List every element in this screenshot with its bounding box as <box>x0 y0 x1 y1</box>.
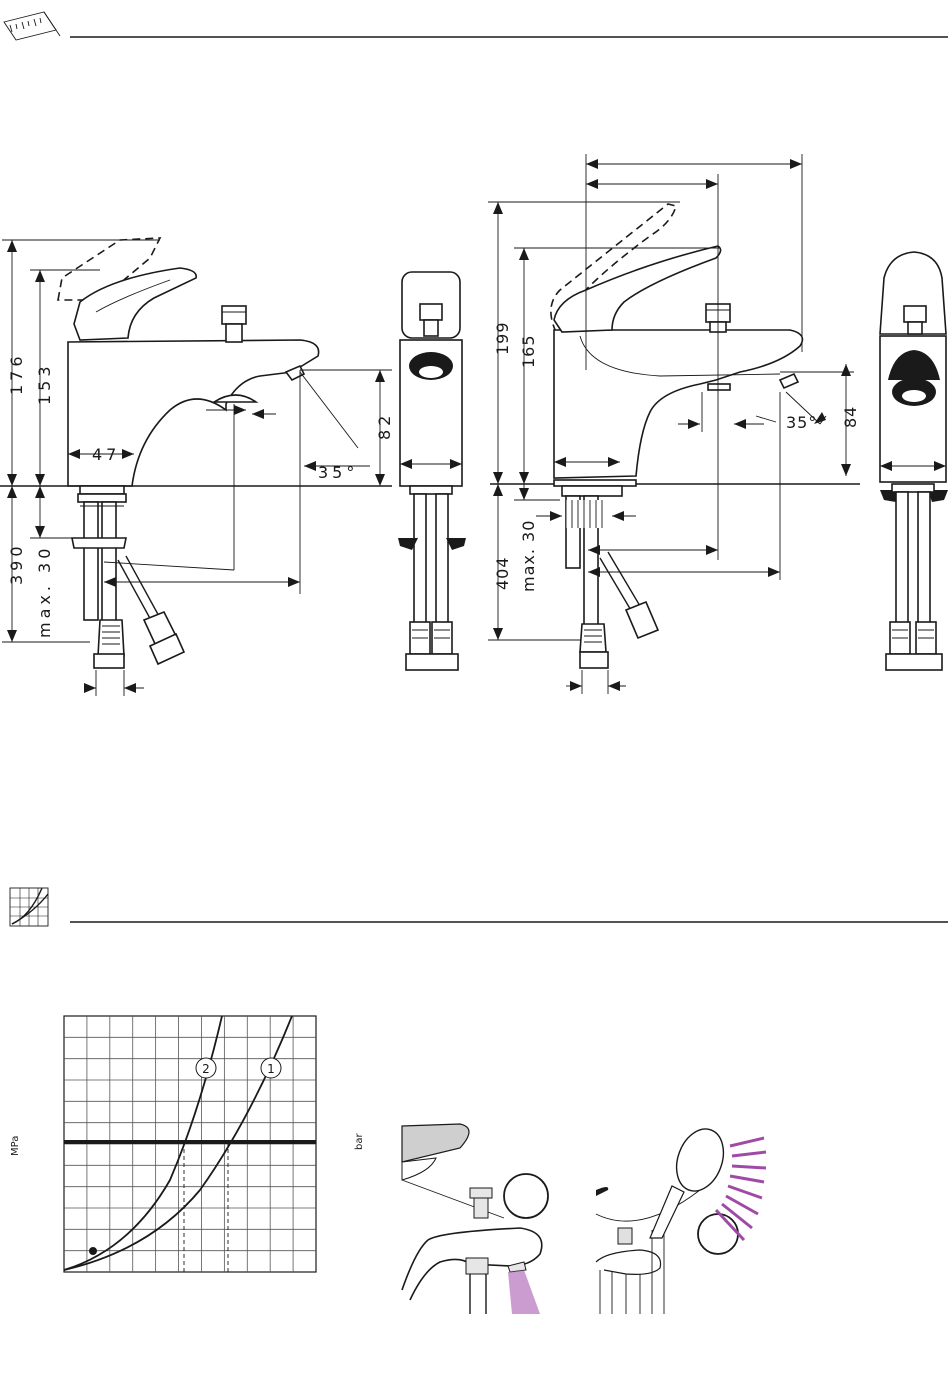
dim-left-176: 176 <box>7 352 26 395</box>
dim-left-390: 390 <box>7 542 26 585</box>
dim-left-max30: max. 30 <box>35 545 54 638</box>
dim-left-angle: 35° <box>318 463 358 482</box>
spray-jet <box>732 1152 766 1156</box>
dim-right-angle: 35° <box>786 413 817 432</box>
dim-left-153: 153 <box>35 362 54 405</box>
dim-left-82: 82 <box>375 412 394 440</box>
dim-right-199: 199 <box>493 321 512 355</box>
left-faucet-side-view: 176 153 82 35° 47 390 max. 30 <box>0 238 394 696</box>
spout-spray <box>508 1270 540 1314</box>
dim-right-404: 404 <box>493 556 512 590</box>
flow-diagram-icon <box>10 888 48 926</box>
ruler-icon <box>4 12 60 40</box>
illustration-spout-flow <box>402 1124 548 1314</box>
spray-jet <box>732 1166 766 1168</box>
illustration-hand-shower <box>596 1122 766 1314</box>
left-faucet-front-view <box>398 272 466 670</box>
curve-origin-dot <box>89 1247 97 1255</box>
axis-unit-bar: bar <box>354 1133 365 1150</box>
callout-circle-1 <box>504 1174 548 1218</box>
curve1-label: 1 <box>267 1062 275 1076</box>
flow-chart: 2 1 MPa bar <box>10 1016 365 1272</box>
right-faucet-front-view <box>880 252 948 670</box>
spray-jet <box>728 1186 762 1198</box>
dim-right-max30: max. 30 <box>519 520 538 592</box>
axis-unit-mpa: MPa <box>10 1136 21 1156</box>
spray-jet <box>730 1176 764 1182</box>
right-faucet-side-view: 199 165 84 35° 404 max. 30 <box>488 154 860 694</box>
spray-jet <box>730 1138 764 1146</box>
callout-circle-2 <box>698 1214 738 1254</box>
dim-right-165: 165 <box>519 334 538 368</box>
curve2-label: 2 <box>202 1062 210 1076</box>
dim-right-84: 84 <box>841 406 860 428</box>
dim-left-47: 47 <box>92 445 120 464</box>
